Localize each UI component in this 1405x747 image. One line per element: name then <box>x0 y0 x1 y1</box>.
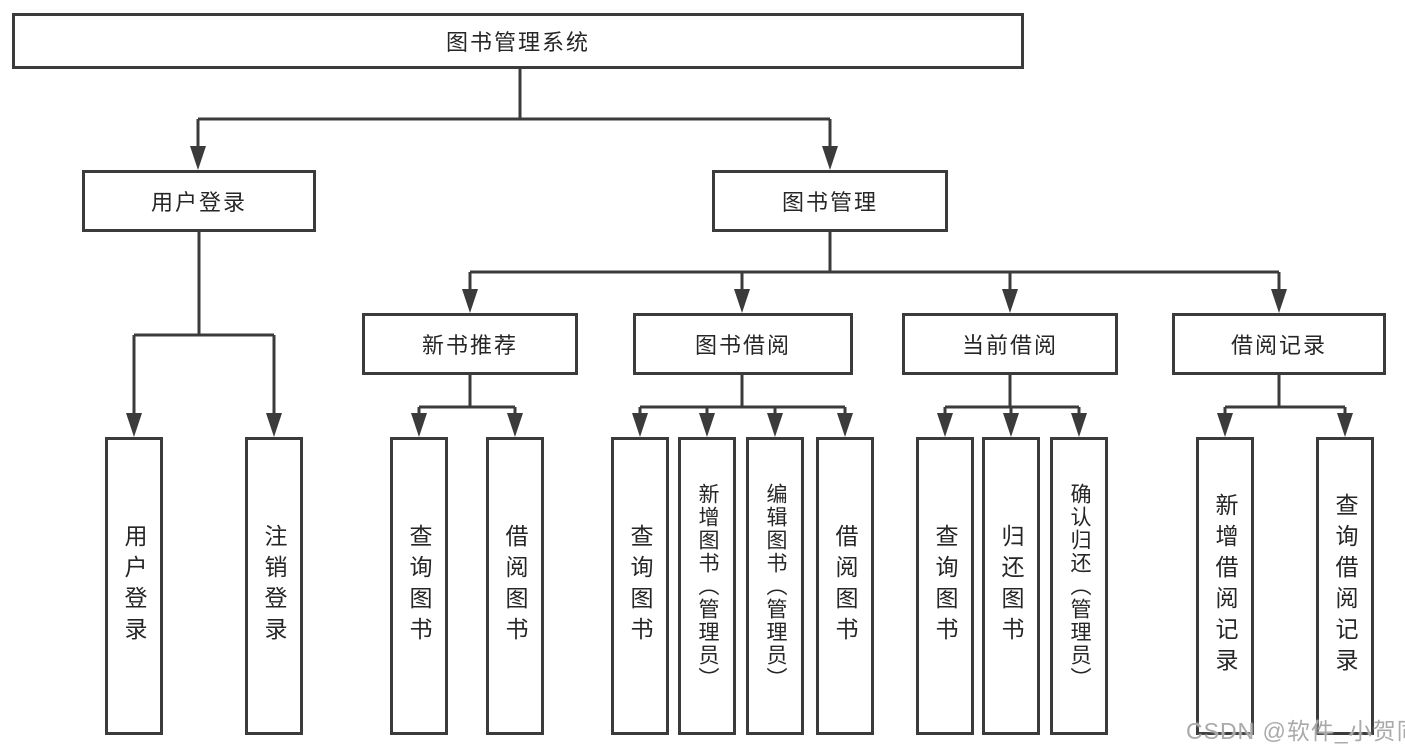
connector-current-borrow-subtree <box>937 375 1087 437</box>
csdn-watermark: CSDN @软件_小贺同学 <box>1186 718 1405 744</box>
leaf-borrow-add-books-admin: 新增图书（管理员） <box>678 437 736 735</box>
node-library-system: 图书管理系统 <box>12 13 1024 69</box>
leaf-borrow-edit-books-admin: 编辑图书（管理员） <box>746 437 804 735</box>
leaf-current-return-books: 归还图书 <box>982 437 1040 735</box>
connector-new-book-subtree <box>411 375 523 437</box>
leaf-current-confirm-return-admin: 确认归还（管理员） <box>1050 437 1108 735</box>
leaf-borrow-query-books: 查询图书 <box>611 437 669 735</box>
leaf-newbook-borrow-books: 借阅图书 <box>486 437 544 735</box>
node-new-book-recommend: 新书推荐 <box>362 313 578 375</box>
leaf-current-query-books: 查询图书 <box>916 437 974 735</box>
node-user-login: 用户登录 <box>82 170 316 232</box>
connector-book-mgmt-to-level3 <box>462 232 1287 313</box>
connector-root-to-level2 <box>190 69 838 170</box>
node-book-management: 图书管理 <box>712 170 948 232</box>
leaf-borrow-borrow-books: 借阅图书 <box>816 437 874 735</box>
leaf-user-login: 用户登录 <box>105 437 163 735</box>
leaf-logout: 注销登录 <box>245 437 303 735</box>
connector-book-borrow-subtree <box>632 375 853 437</box>
connector-user-login-subtree <box>126 232 282 437</box>
connector-borrow-record-subtree <box>1217 375 1353 437</box>
leaf-record-query-borrow-record: 查询借阅记录 <box>1316 437 1374 735</box>
leaf-newbook-query-books: 查询图书 <box>390 437 448 735</box>
leaf-record-add-borrow-record: 新增借阅记录 <box>1196 437 1254 735</box>
node-borrow-records: 借阅记录 <box>1172 313 1386 375</box>
node-book-borrowing: 图书借阅 <box>633 313 853 375</box>
node-current-borrowing: 当前借阅 <box>902 313 1118 375</box>
